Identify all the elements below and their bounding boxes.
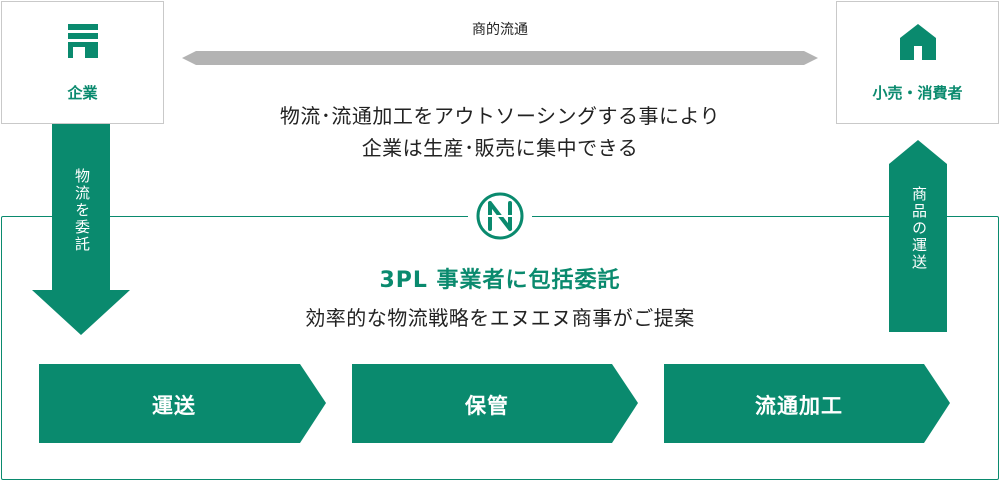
consumer-label: 小売・消費者 [872, 84, 963, 102]
nn-logo-icon [476, 192, 524, 240]
trade-flow-arrow [182, 51, 818, 65]
step-processing-label: 流通加工 [755, 394, 843, 418]
building-icon [67, 24, 98, 62]
trade-flow-label: 商的流通 [472, 22, 528, 38]
step-storage-shape [352, 364, 638, 443]
consumer-box: 小売・消費者 [836, 1, 999, 124]
headline-line-1: 物流･流通加工をアウトソーシングする事により [279, 104, 721, 128]
step-processing-shape [664, 364, 950, 443]
step-transport-label: 運送 [152, 394, 196, 418]
company-logo [468, 188, 532, 244]
delivery-label: 商品の運送 [910, 186, 928, 271]
step-storage-label: 保管 [465, 394, 509, 418]
company-box: 企業 [1, 1, 164, 124]
3pl-subtitle: 効率的な物流戦略をエヌエヌ商事がご提案 [305, 306, 695, 330]
outsourcing-arrow [32, 124, 130, 335]
delivery-arrow [889, 140, 947, 332]
outsourcing-label: 物流を委託 [73, 168, 91, 253]
company-label: 企業 [67, 84, 98, 102]
step-transport-shape [39, 364, 326, 443]
house-icon [899, 24, 936, 64]
headline: 物流･流通加工をアウトソーシングする事により 企業は生産･販売に集中できる [0, 100, 1000, 164]
headline-line-2: 企業は生産･販売に集中できる [361, 136, 639, 160]
3pl-title: 3PL 事業者に包括委託 [379, 268, 621, 293]
